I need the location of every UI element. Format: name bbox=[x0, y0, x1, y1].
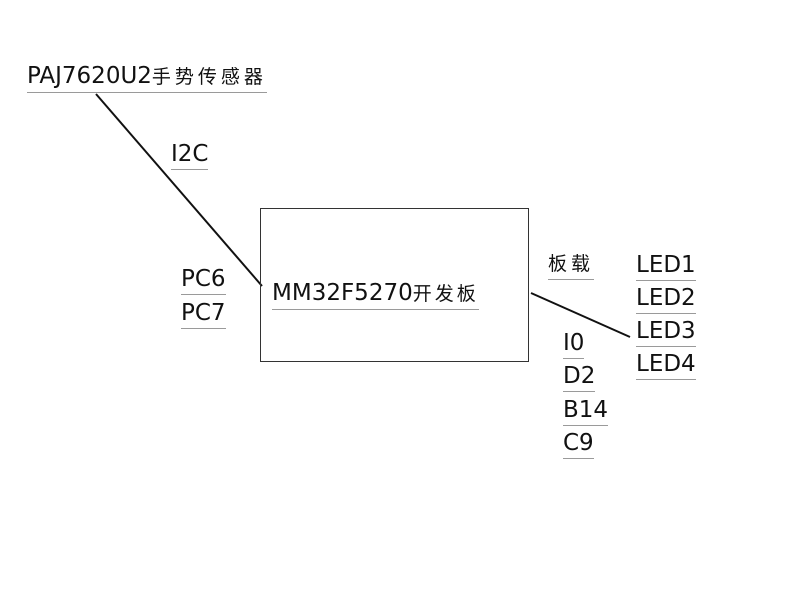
led-pin-d2: D2 bbox=[563, 362, 596, 392]
board-name-cn: 开发板 bbox=[412, 283, 479, 305]
onboard-label: 板载 bbox=[548, 250, 595, 280]
led-pin-b14: B14 bbox=[563, 396, 609, 426]
board-model: MM32F5270 bbox=[272, 280, 413, 306]
sensor-name-cn: 手势传感器 bbox=[151, 66, 267, 88]
led-3: LED3 bbox=[636, 317, 696, 347]
sensor-model: PAJ7620U2 bbox=[27, 63, 152, 89]
board-box: MM32F5270开发板 bbox=[260, 208, 529, 362]
board-label: MM32F5270开发板 bbox=[272, 279, 479, 310]
led-pin-c9: C9 bbox=[563, 429, 594, 459]
sensor-to-board-line bbox=[95, 93, 263, 287]
mcu-pin-pc7: PC7 bbox=[181, 299, 226, 329]
mcu-pin-pc6: PC6 bbox=[181, 265, 226, 295]
led-pin-i0: I0 bbox=[563, 329, 585, 359]
led-2: LED2 bbox=[636, 284, 696, 314]
board-to-leds-line bbox=[530, 292, 631, 338]
led-1: LED1 bbox=[636, 251, 696, 281]
sensor-label: PAJ7620U2手势传感器 bbox=[27, 62, 267, 93]
bus-label: I2C bbox=[171, 140, 209, 170]
led-4: LED4 bbox=[636, 350, 696, 380]
